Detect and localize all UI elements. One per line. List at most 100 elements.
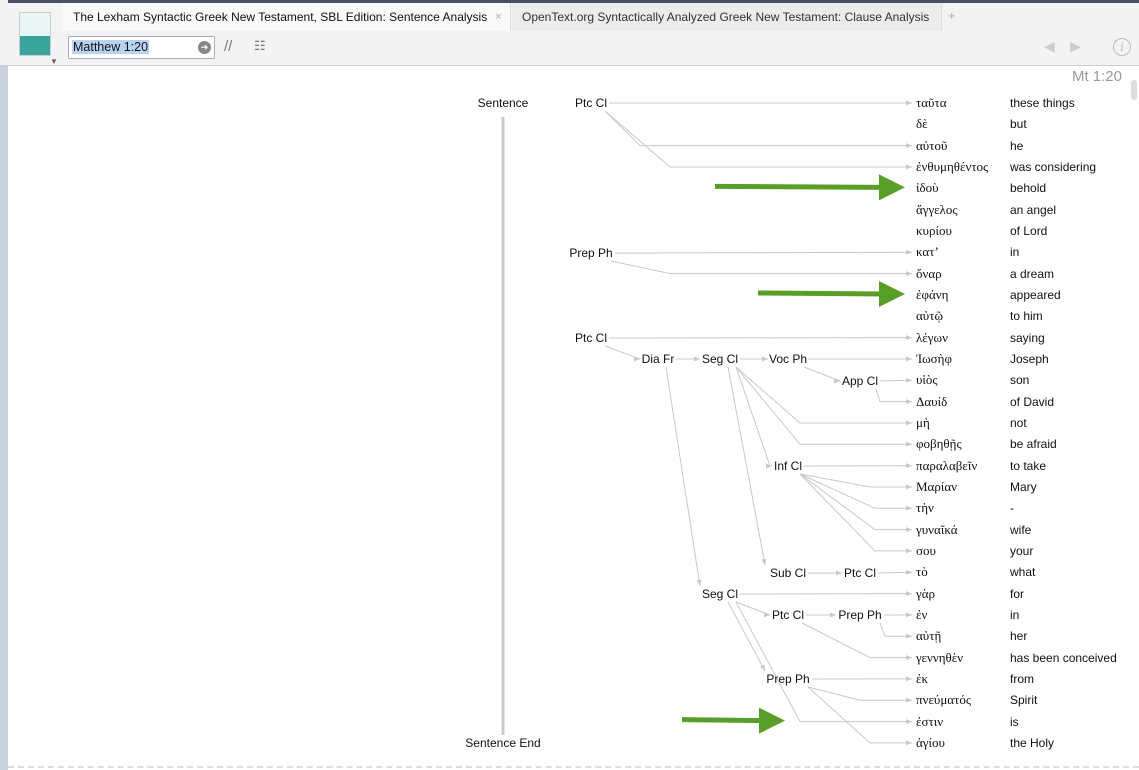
greek-word[interactable]: ταῦτα bbox=[916, 95, 947, 110]
toolbar: ▼ The Lexham Syntactic Greek New Testame… bbox=[0, 0, 1139, 66]
english-gloss: saying bbox=[1010, 330, 1045, 345]
parallel-resources-button[interactable]: // bbox=[224, 38, 233, 55]
window-edge bbox=[0, 0, 8, 770]
node-label[interactable]: Prep Ph bbox=[766, 672, 810, 686]
greek-word[interactable]: Μαρίαν bbox=[916, 478, 958, 494]
node-label[interactable]: App Cl bbox=[841, 374, 879, 388]
diagram-edge bbox=[604, 345, 641, 360]
diagram-edge bbox=[610, 260, 912, 277]
node-label[interactable]: Seg Cl bbox=[701, 587, 739, 601]
greek-word[interactable]: αὐτῇ bbox=[916, 628, 942, 644]
diagram-edge bbox=[727, 366, 767, 566]
diagram-edge bbox=[799, 473, 912, 511]
greek-word[interactable]: δὲ bbox=[916, 116, 928, 132]
greek-word[interactable]: ἐνθυμηθέντος bbox=[916, 158, 989, 174]
greek-word[interactable]: γυναῖκά bbox=[916, 521, 958, 537]
diagram-edge bbox=[807, 686, 912, 746]
node-label[interactable]: Inf Cl bbox=[773, 459, 803, 473]
diagram-edge bbox=[879, 622, 912, 639]
node-label[interactable]: Prep Ph bbox=[838, 608, 882, 622]
highlight-arrow bbox=[714, 183, 884, 190]
english-gloss: Spirit bbox=[1010, 693, 1038, 708]
greek-word[interactable]: αὐτῷ bbox=[916, 308, 944, 324]
greek-word[interactable]: ἄγγελος bbox=[916, 201, 958, 217]
english-gloss: has been conceived bbox=[1010, 650, 1117, 665]
node-label[interactable]: Sentence bbox=[477, 96, 529, 110]
diagram-edge bbox=[727, 601, 766, 672]
diagram-edge bbox=[807, 686, 912, 703]
greek-word[interactable]: τὴν bbox=[916, 500, 934, 516]
greek-word[interactable]: κατʼ bbox=[916, 244, 939, 260]
node-label[interactable]: Ptc Cl bbox=[574, 331, 608, 345]
english-gloss: Joseph bbox=[1010, 351, 1049, 366]
info-icon[interactable]: i bbox=[1113, 38, 1131, 56]
diagram-edge bbox=[877, 569, 913, 575]
greek-word[interactable]: κυρίου bbox=[916, 222, 952, 238]
english-gloss: your bbox=[1010, 543, 1034, 558]
english-gloss: what bbox=[1010, 565, 1036, 580]
diagram-edge bbox=[665, 366, 702, 587]
greek-word[interactable]: ἐφάνη bbox=[916, 286, 949, 302]
chevron-down-icon[interactable]: ▼ bbox=[50, 57, 58, 66]
diagram-edge bbox=[803, 366, 841, 382]
english-gloss: to take bbox=[1010, 458, 1047, 473]
english-gloss: of Lord bbox=[1010, 223, 1048, 238]
arrowhead-icon bbox=[879, 280, 905, 307]
back-arrow-icon[interactable]: ◀ bbox=[1044, 38, 1055, 54]
scrollbar[interactable] bbox=[1131, 80, 1137, 100]
reference-input[interactable]: Matthew 1:20 ➜ bbox=[68, 36, 215, 59]
english-gloss: be afraid bbox=[1010, 437, 1057, 452]
node-label[interactable]: Dia Fr bbox=[641, 352, 675, 366]
diagram-edge bbox=[735, 366, 912, 426]
greek-word[interactable]: Ἰωσὴφ bbox=[916, 350, 952, 366]
greek-word[interactable]: γεννηθὲν bbox=[916, 649, 964, 665]
greek-word[interactable]: μὴ bbox=[916, 414, 930, 430]
node-label[interactable]: Sentence End bbox=[465, 736, 541, 750]
tab-sentence-analysis[interactable]: The Lexham Syntactic Greek New Testament… bbox=[63, 3, 511, 31]
english-gloss: for bbox=[1010, 586, 1025, 601]
new-tab-button[interactable]: + bbox=[948, 8, 956, 23]
greek-word[interactable]: ὄναρ bbox=[916, 265, 942, 281]
greek-word[interactable]: παραλαβεῖν bbox=[916, 457, 978, 473]
english-gloss: to him bbox=[1010, 309, 1043, 324]
greek-word[interactable]: τὸ bbox=[916, 564, 928, 580]
greek-word[interactable]: ἐστιν bbox=[916, 713, 944, 729]
english-gloss: is bbox=[1010, 714, 1019, 729]
greek-word[interactable]: υἱὸς bbox=[916, 372, 938, 388]
greek-word[interactable]: σου bbox=[916, 542, 936, 558]
arrowhead-icon bbox=[759, 707, 785, 734]
english-gloss: not bbox=[1010, 415, 1027, 430]
node-label[interactable]: Ptc Cl bbox=[574, 96, 608, 110]
greek-word[interactable]: ἁγίου bbox=[916, 734, 945, 750]
close-icon[interactable]: × bbox=[495, 11, 502, 23]
greek-word[interactable]: ἰδοὺ bbox=[916, 180, 939, 196]
tab-clause-analysis[interactable]: OpenText.org Syntactically Analyzed Gree… bbox=[512, 3, 942, 31]
english-gloss: her bbox=[1010, 629, 1028, 644]
go-arrow-icon[interactable]: ➜ bbox=[198, 41, 211, 54]
greek-word[interactable]: γὰρ bbox=[916, 585, 936, 601]
node-label[interactable]: Seg Cl bbox=[701, 352, 739, 366]
greek-word[interactable]: ἐκ bbox=[916, 670, 929, 686]
forward-arrow-icon[interactable]: ▶ bbox=[1070, 38, 1081, 54]
english-gloss: in bbox=[1010, 245, 1020, 260]
greek-word[interactable]: Δαυίδ bbox=[916, 393, 948, 409]
arrowhead-icon bbox=[879, 174, 905, 201]
book-cover-icon[interactable] bbox=[19, 12, 51, 56]
diagram-edge bbox=[604, 110, 912, 170]
english-gloss: these things bbox=[1010, 96, 1075, 110]
diagram-edge bbox=[614, 249, 913, 255]
layout-icon[interactable]: ☷ bbox=[254, 38, 266, 53]
greek-word[interactable]: φοβηθῇς bbox=[916, 436, 962, 452]
node-label[interactable]: Voc Ph bbox=[768, 352, 808, 366]
greek-word[interactable]: λέγων bbox=[916, 329, 948, 345]
node-label[interactable]: Sub Cl bbox=[769, 566, 807, 580]
node-label[interactable]: Prep Ph bbox=[569, 246, 613, 260]
node-label[interactable]: Ptc Cl bbox=[771, 608, 805, 622]
diagram-edge bbox=[801, 622, 912, 661]
greek-word[interactable]: αὐτοῦ bbox=[916, 137, 948, 153]
node-label[interactable]: Ptc Cl bbox=[843, 566, 877, 580]
reference-value: Matthew 1:20 bbox=[72, 40, 150, 54]
greek-word[interactable]: πνεύματός bbox=[916, 692, 971, 708]
greek-word[interactable]: ἐν bbox=[916, 606, 928, 622]
